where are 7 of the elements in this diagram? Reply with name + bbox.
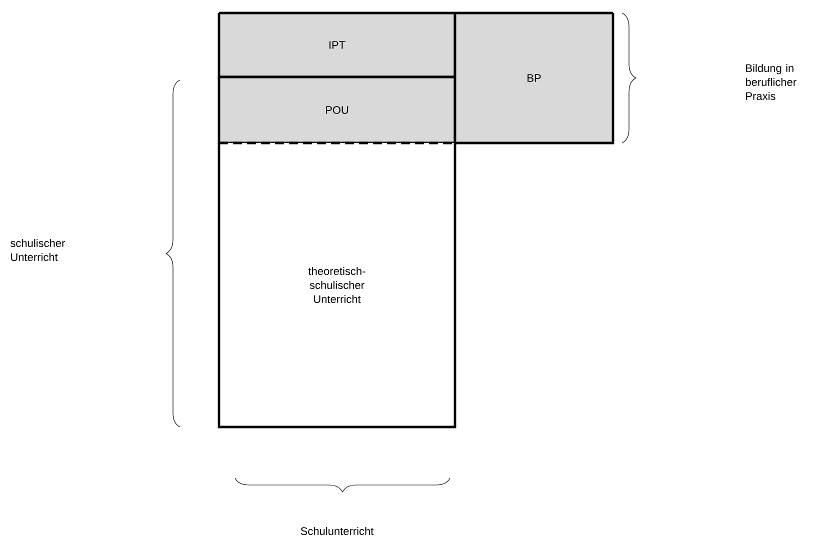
text-box: theoretisch-schulischer Unterricht xyxy=(218,142,456,428)
brace-label: schulischer Unterricht xyxy=(10,238,66,262)
text-box: POU xyxy=(218,76,456,144)
brace-label: Bildung in beruflicher Praxis xyxy=(746,64,796,100)
brace-label: Schulunterricht xyxy=(300,526,374,536)
text-box: BP xyxy=(454,12,614,144)
text-box: IPT xyxy=(218,12,456,78)
